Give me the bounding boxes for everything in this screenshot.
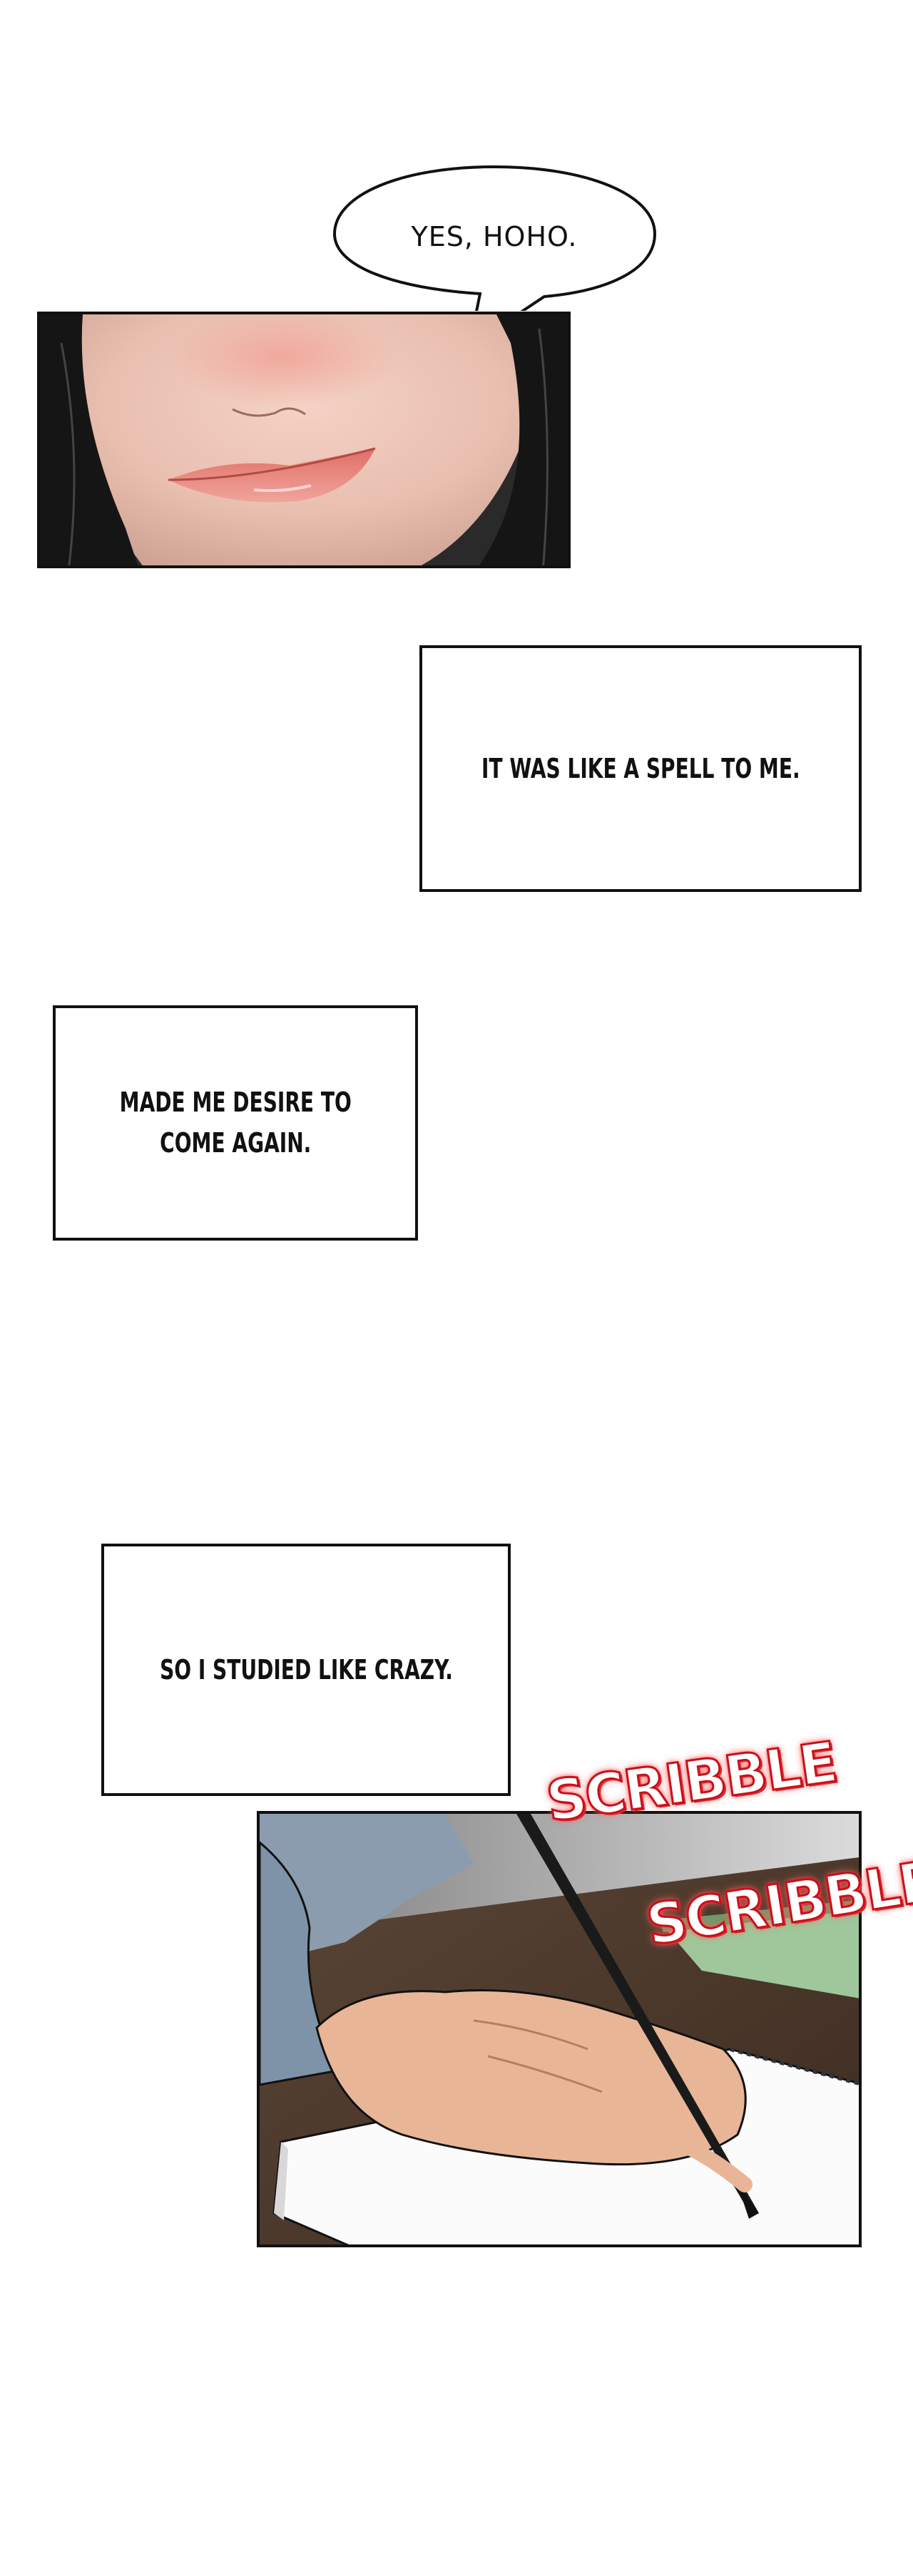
speech-bubble-shape <box>332 165 657 311</box>
caption-box-1: IT WAS LIKE A SPELL TO ME. <box>419 645 862 892</box>
speech-bubble-text: YES, HOHO. <box>411 221 578 252</box>
caption-box-2: MADE ME DESIRE TO COME AGAIN. <box>53 1005 418 1241</box>
caption-text-2: MADE ME DESIRE TO COME AGAIN. <box>119 1087 352 1159</box>
caption-box-3: SO I STUDIED LIKE CRAZY. <box>101 1544 511 1796</box>
caption-text-1: IT WAS LIKE A SPELL TO ME. <box>481 752 800 784</box>
hand-writing-panel <box>257 1811 862 2247</box>
lips-closeup-panel <box>37 312 571 568</box>
hand-writing-illustration <box>260 1814 859 2244</box>
caption-text-3: SO I STUDIED LIKE CRAZY. <box>159 1653 453 1685</box>
speech-bubble: YES, HOHO. <box>330 163 658 311</box>
lips-closeup-illustration <box>40 314 568 565</box>
